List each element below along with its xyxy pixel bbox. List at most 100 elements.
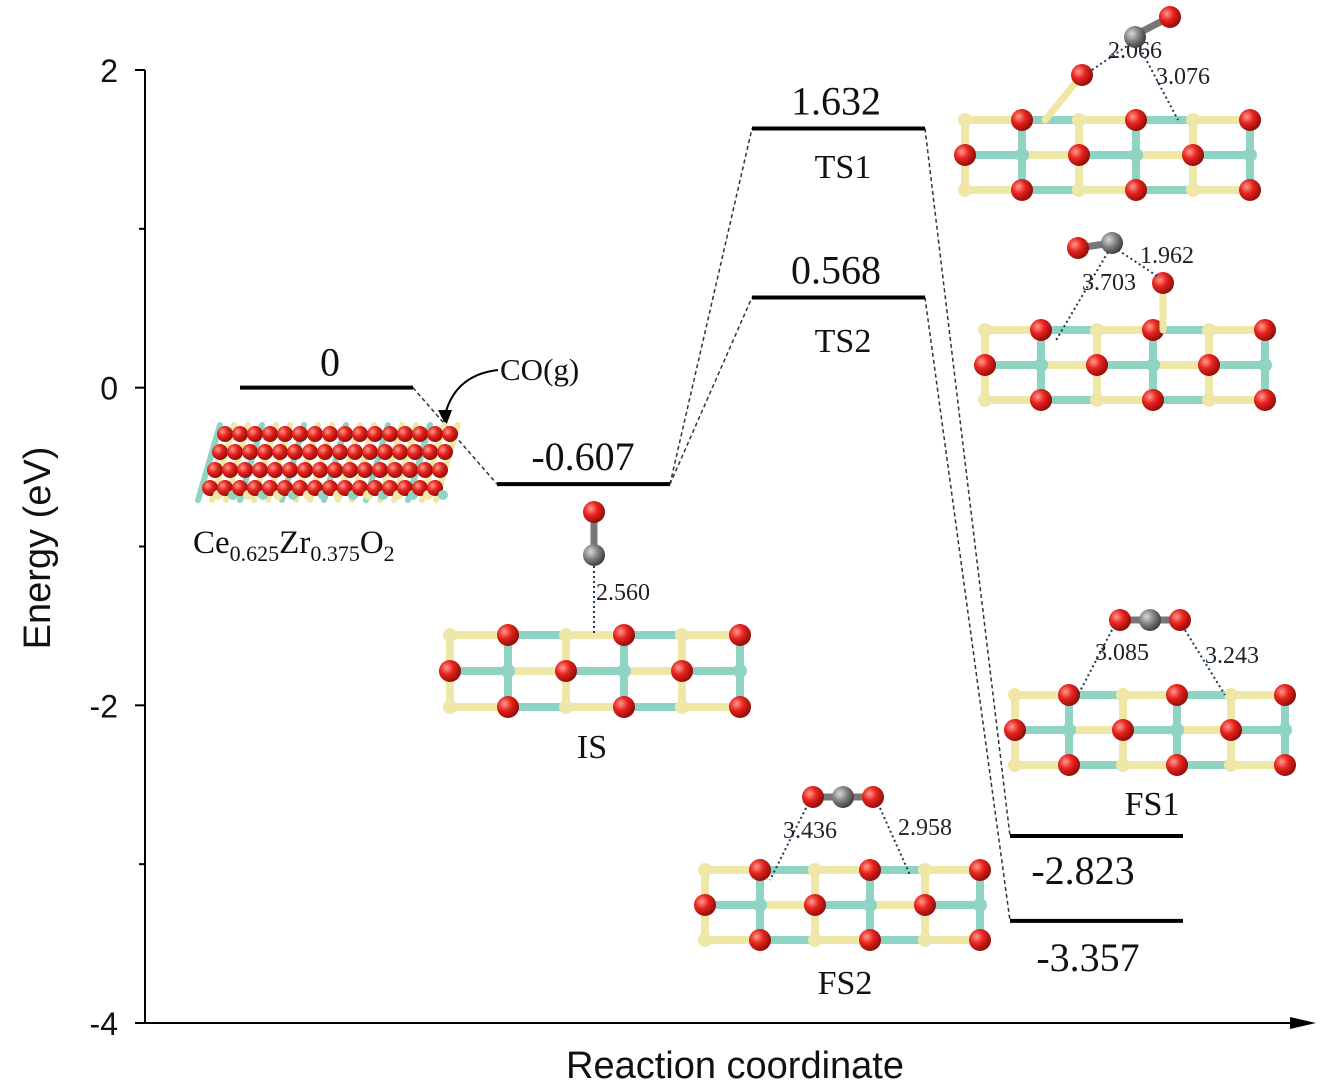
- oxygen-atom: [302, 444, 318, 460]
- metal-atom: [1146, 358, 1160, 372]
- value-label-ts2: 0.568: [791, 247, 881, 292]
- structure-illustrations: [195, 6, 1296, 951]
- metal-atom: [675, 700, 689, 714]
- metal-atom: [1062, 723, 1076, 737]
- oxygen-atom: [422, 444, 438, 460]
- oxygen-atom: [427, 426, 443, 442]
- metal-atom: [1278, 723, 1292, 737]
- metal-atom: [559, 628, 573, 642]
- oxygen-atom: [1125, 179, 1147, 201]
- metal-atom: [918, 863, 932, 877]
- oxygen-atom: [802, 786, 824, 808]
- oxygen-atom: [1086, 354, 1108, 376]
- oxygen-atom: [804, 894, 826, 916]
- oxygen-atom: [297, 462, 313, 478]
- value-label-fs2: -3.357: [1036, 935, 1139, 980]
- distance-fs2-a: 3.436: [783, 818, 837, 844]
- oxygen-atom: [387, 462, 403, 478]
- oxygen-atom: [859, 929, 881, 951]
- catalyst-formula: Ce0.625Zr0.375O2: [193, 525, 395, 566]
- metal-atom: [438, 490, 448, 500]
- formula-ce-subscript: 0.625: [230, 541, 280, 566]
- oxygen-atom: [914, 894, 936, 916]
- gas-arrowhead: [438, 410, 452, 426]
- oxygen-atom: [232, 426, 248, 442]
- metal-atom: [443, 628, 457, 642]
- oxygen-atom: [497, 624, 519, 646]
- oxygen-atom: [439, 660, 461, 682]
- formula-zr-subscript: 0.375: [310, 541, 360, 566]
- oxygen-atom: [377, 444, 393, 460]
- state-label-fs2: FS2: [818, 965, 873, 1002]
- metal-atom: [1090, 323, 1104, 337]
- oxygen-atom: [317, 444, 333, 460]
- value-label-start: 0: [320, 340, 340, 385]
- oxygen-atom: [307, 426, 323, 442]
- fs2-structure: [694, 786, 991, 951]
- oxygen-atom: [1239, 109, 1261, 131]
- is-structure: [439, 501, 751, 718]
- metal-atom: [1202, 393, 1216, 407]
- oxygen-atom: [974, 354, 996, 376]
- oxygen-atom: [277, 426, 293, 442]
- oxygen-atom: [862, 786, 884, 808]
- metal-atom: [958, 113, 972, 127]
- metal-atom: [973, 898, 987, 912]
- distance-fs1-a: 3.085: [1095, 640, 1149, 666]
- oxygen-atom: [1142, 319, 1164, 341]
- oxygen-atom: [1011, 179, 1033, 201]
- oxygen-atom: [262, 426, 278, 442]
- metal-atom: [443, 700, 457, 714]
- oxygen-atom: [749, 929, 771, 951]
- carbon-atom: [832, 786, 854, 808]
- oxygen-atom: [613, 696, 635, 718]
- metal-atom: [1116, 688, 1130, 702]
- metal-atom: [1090, 393, 1104, 407]
- oxygen-atom: [1198, 354, 1220, 376]
- oxygen-atom: [272, 444, 288, 460]
- oxygen-atom: [382, 426, 398, 442]
- distance-line: [1077, 629, 1113, 696]
- distance-line: [769, 807, 807, 881]
- oxygen-atom: [1011, 109, 1033, 131]
- metal-atom: [1243, 148, 1257, 162]
- oxygen-atom: [207, 462, 223, 478]
- x-axis-arrow: [1290, 1017, 1316, 1029]
- y-ticks: [135, 69, 145, 1024]
- oxygen-atom: [1068, 144, 1090, 166]
- formula-zr: Zr: [279, 525, 310, 561]
- oxygen-atom: [729, 624, 751, 646]
- y-tick-labels: 20-2-4: [90, 53, 118, 1042]
- oxygen-atom: [337, 426, 353, 442]
- oxygen-atom: [1274, 684, 1296, 706]
- formula-o: O: [360, 525, 384, 561]
- y-axis-label: Energy (eV): [17, 447, 59, 650]
- oxygen-atom: [613, 624, 635, 646]
- metal-atom: [1072, 183, 1086, 197]
- oxygen-atom: [367, 426, 383, 442]
- formula-o-subscript: 2: [384, 541, 395, 566]
- oxygen-atom: [729, 696, 751, 718]
- metal-atom: [1072, 113, 1086, 127]
- oxygen-atom: [1182, 144, 1204, 166]
- carbon-atom: [1101, 232, 1123, 254]
- metal-atom: [808, 863, 822, 877]
- metal-atom: [1170, 723, 1184, 737]
- oxygen-atom: [555, 660, 577, 682]
- oxygen-atom: [392, 444, 408, 460]
- metal-atom: [1224, 758, 1238, 772]
- oxygen-atom: [312, 462, 328, 478]
- connector-is-ts1: [669, 128, 753, 485]
- catalyst-slab-structure: [195, 422, 461, 503]
- formula-ce: Ce: [193, 525, 230, 561]
- oxygen-atom: [352, 426, 368, 442]
- metal-atom: [958, 183, 972, 197]
- distance-fs2-b: 2.958: [898, 815, 952, 841]
- oxygen-atom: [969, 929, 991, 951]
- oxygen-atom: [357, 462, 373, 478]
- oxygen-atom: [402, 462, 418, 478]
- oxygen-atom: [969, 859, 991, 881]
- metal-atom: [1116, 758, 1130, 772]
- oxygen-atom: [442, 426, 458, 442]
